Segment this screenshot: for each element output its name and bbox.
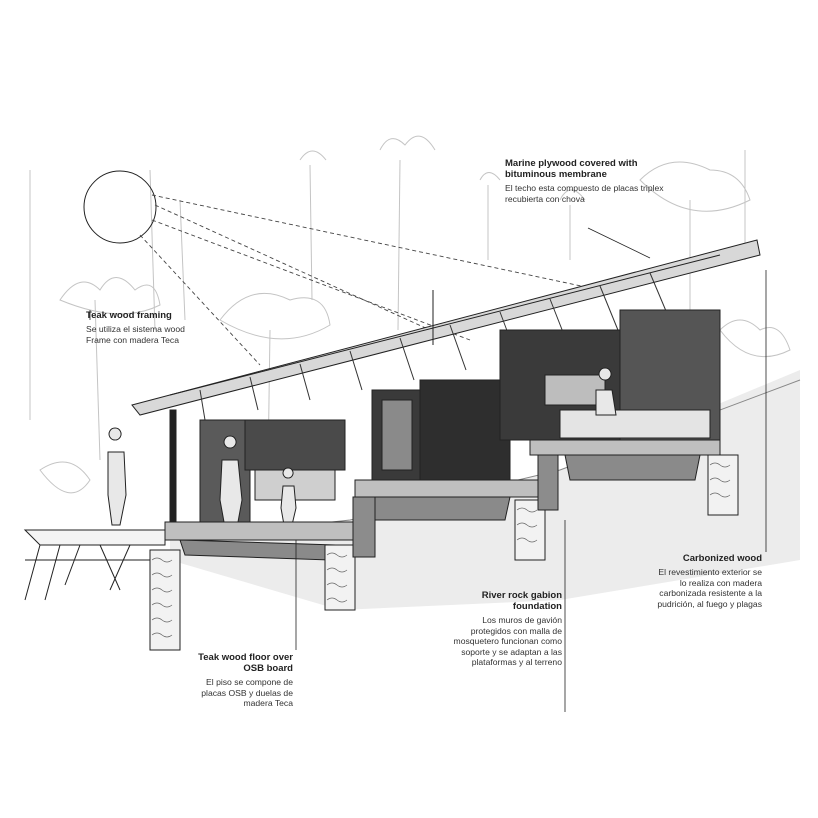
roof xyxy=(131,239,761,421)
annotation-framing-title: Teak wood framing xyxy=(86,310,172,321)
gabion-4 xyxy=(707,454,739,516)
annotation-cladding-title: Carbonized wood xyxy=(682,553,762,564)
sun-circle xyxy=(83,170,157,244)
deck-left xyxy=(23,529,166,601)
annotation-roof: Marine plywood covered with bituminous m… xyxy=(505,158,665,204)
annotation-roof-desc: El techo esta compuesto de placas triple… xyxy=(505,183,664,204)
gabion-2 xyxy=(324,544,356,611)
annotation-roof-title: Marine plywood covered with bituminous m… xyxy=(505,158,638,180)
gabion-1 xyxy=(149,549,181,651)
sun-ray-lines xyxy=(139,194,601,366)
annotation-foundation-title: River rock gabion foundation xyxy=(481,590,562,612)
annotation-floor: Teak wood floor over OSB board El piso s… xyxy=(185,652,293,709)
gabion-foundations xyxy=(149,454,739,651)
gabion-stone-texture xyxy=(151,462,731,638)
annotation-floor-desc: El piso se compone de placas OSB y duela… xyxy=(201,677,293,709)
people xyxy=(107,367,617,526)
annotation-framing-desc: Se utiliza el sistema wood Frame con mad… xyxy=(86,324,185,345)
forest-background xyxy=(29,135,791,494)
annotation-foundation: River rock gabion foundation Los muros d… xyxy=(452,590,562,668)
annotation-foundation-desc: Los muros de gavión protegidos con malla… xyxy=(453,615,562,668)
annotation-cladding: Carbonized wood El revestimiento exterio… xyxy=(650,553,762,609)
annotation-floor-title: Teak wood floor over OSB board xyxy=(198,652,293,674)
annotation-framing: Teak wood framing Se utiliza el sistema … xyxy=(86,310,196,345)
leader-lines xyxy=(89,227,767,712)
floor-platforms xyxy=(164,439,721,561)
annotation-cladding-desc: El revestimiento exterior se lo realiza … xyxy=(657,567,762,609)
